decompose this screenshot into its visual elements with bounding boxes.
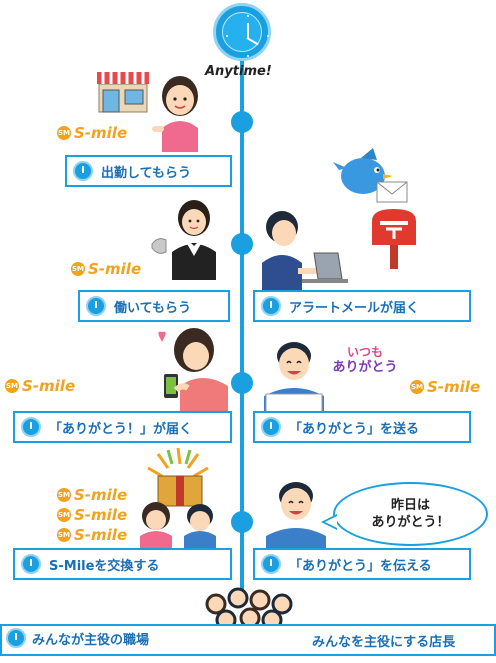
waitress-illustration [151,200,216,280]
mailbox-icon [372,209,416,269]
coin-icon: SM [57,508,71,522]
coin-icon: SM [57,488,71,502]
step-label-thanks-received: 「ありがとう！」が届く [13,411,232,443]
thanks-card: いつも ありがとう [326,344,404,376]
anytime-label: Anytime! [205,64,272,79]
timeline-node [231,233,253,255]
timeline-node [231,511,253,533]
step-label-work: 働いてもらう [78,290,230,322]
step-label-exchange: S-Mileを交換する [13,548,232,580]
bottom-left-label: みんなが主役の職場 [6,628,149,648]
clock-icon [21,417,41,437]
clock-icon [261,554,281,574]
phone-icon [164,374,178,398]
smiling-man-illustration [264,342,324,412]
clock-icon [6,628,26,648]
shop-icon [97,72,149,113]
envelope-icon [376,181,408,203]
woman-with-phone-illustration [158,328,228,412]
clock-icon [261,296,281,316]
step-label-alert-mail: アラートメールが届く [253,290,471,322]
clock-icon [86,296,106,316]
heart-icon [158,331,166,342]
clock-icon [73,161,93,181]
clock-icon [261,417,281,437]
coin-icon: SM [71,262,85,276]
kids-with-gift-illustration [140,447,216,548]
timeline-node [231,372,253,394]
man-at-computer-illustration [262,211,348,291]
coin-icon: SM [5,379,19,393]
step-label-convey-thanks: 「ありがとう」を伝える [253,548,471,580]
timeline-node [231,111,253,133]
worker-woman-illustration [152,76,198,152]
man-thanking-illustration [266,482,326,550]
thanks-card-line2: ありがとう [332,360,398,375]
gift-icon [157,475,203,507]
bottom-right-label: みんなを主役にする店長 [312,635,456,650]
speech-line-2: ありがとう！ [371,515,450,530]
coin-icon: SM [57,528,71,542]
bottom-bar [0,624,496,656]
speech-bubble: 昨日は ありがとう！ [321,482,488,546]
step-label-clock-in: 出勤してもらう [65,155,232,187]
speech-line-1: 昨日は [390,498,430,513]
coin-icon: SM [410,380,424,394]
step-label-send-thanks: 「ありがとう」を送る [253,411,471,443]
coin-icon: SM [57,126,71,140]
thanks-card-line1: いつも [346,345,383,359]
timeline-line [240,58,244,598]
bird-icon [333,148,408,203]
clock-icon [21,554,41,574]
clock-icon [213,3,271,61]
